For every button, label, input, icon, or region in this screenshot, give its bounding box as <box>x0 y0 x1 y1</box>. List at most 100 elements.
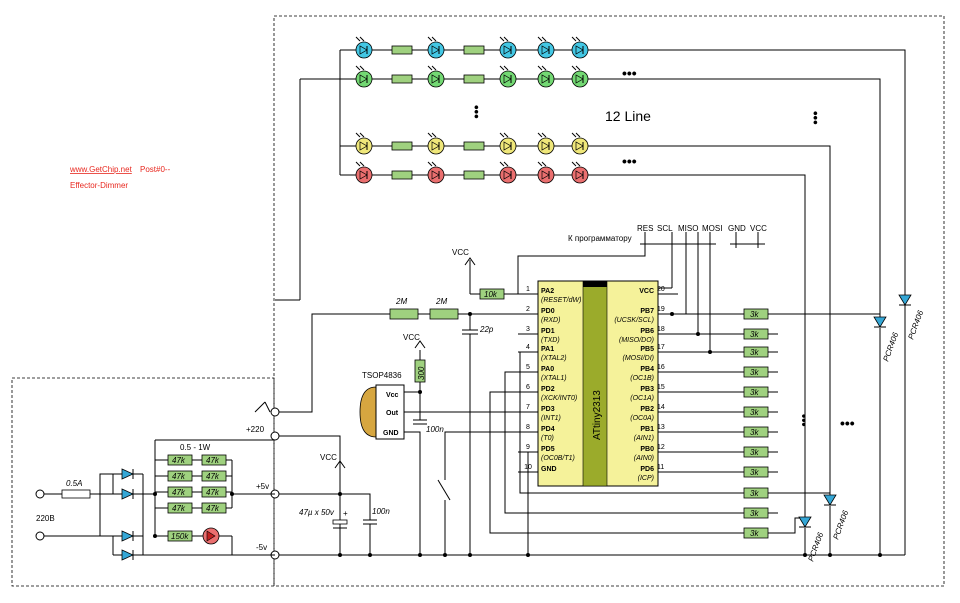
led-resistor <box>463 170 485 180</box>
input-network: 2M 2M 22p <box>275 297 538 557</box>
svg-text:(INT1): (INT1) <box>541 415 561 422</box>
credit-post: Post#0-- <box>140 165 171 174</box>
svg-text:47k: 47k <box>172 504 186 513</box>
programmer-pin-label: SCL <box>657 224 673 233</box>
svg-text:47k: 47k <box>206 488 220 497</box>
output-resistor: 3k <box>678 426 778 438</box>
led-icon <box>537 166 555 184</box>
svg-text:(AIN0): (AIN0) <box>634 455 654 462</box>
svg-text:3k: 3k <box>750 388 759 397</box>
ellipsis-top: ••• <box>622 65 637 81</box>
svg-text:PCR406: PCR406 <box>881 331 900 363</box>
programmer-pin-label: MISO <box>678 224 698 233</box>
led-icon <box>427 70 445 88</box>
programmer-pin-label: GND <box>728 224 746 233</box>
mcu-strip <box>582 280 608 487</box>
svg-text:150k: 150k <box>171 532 189 541</box>
output-resistor: 3k <box>678 308 778 320</box>
svg-text:6: 6 <box>526 384 530 391</box>
led-icon <box>355 137 373 155</box>
svg-text:(ICP): (ICP) <box>638 475 654 482</box>
svg-text:11: 11 <box>657 464 664 471</box>
svg-text:15: 15 <box>657 384 665 391</box>
svg-text:(OC0A): (OC0A) <box>630 415 654 422</box>
svg-text:VCC: VCC <box>639 288 654 295</box>
svg-text:-5v: -5v <box>256 543 267 552</box>
svg-text:17: 17 <box>657 344 665 351</box>
led-icon <box>571 41 589 59</box>
led-icon <box>499 41 517 59</box>
svg-text:(OC1A): (OC1A) <box>630 395 654 402</box>
svg-text:+: + <box>343 509 348 518</box>
svg-text:VCC: VCC <box>320 453 337 462</box>
svg-text:PA0: PA0 <box>541 366 554 373</box>
output-resistor: 3k <box>678 386 778 398</box>
svg-text:5: 5 <box>526 364 530 371</box>
svg-text:GND: GND <box>383 430 399 437</box>
svg-text:47k: 47k <box>172 472 186 481</box>
output-resistor: 3k <box>678 487 778 499</box>
svg-text:20: 20 <box>657 286 665 293</box>
led-icon <box>499 166 517 184</box>
led-icon <box>571 70 589 88</box>
svg-text:PA1: PA1 <box>541 346 554 353</box>
led-icon <box>537 137 555 155</box>
led-resistor <box>391 170 413 180</box>
ground-rail <box>275 305 906 557</box>
svg-text:(UCSK/SCL): (UCSK/SCL) <box>614 317 654 324</box>
svg-text:(RXD): (RXD) <box>541 317 560 324</box>
svg-text:PCR406: PCR406 <box>806 531 825 563</box>
led-icon <box>355 41 373 59</box>
ir-receiver: TSOP4836 Vcc Out GND VCC 300 100n <box>359 333 538 557</box>
svg-text:22p: 22p <box>479 325 494 334</box>
svg-text:47k: 47k <box>206 472 220 481</box>
led-resistor <box>463 141 485 151</box>
output-resistor: 3k <box>742 507 778 519</box>
svg-text:3k: 3k <box>750 310 759 319</box>
board-terminals: +220 +5v -5v <box>246 401 342 560</box>
ellipsis-bank: ••• <box>797 414 811 427</box>
led-row <box>355 161 600 184</box>
main-board-border <box>273 15 945 587</box>
svg-text:PB1: PB1 <box>640 426 654 433</box>
led-icon <box>427 166 445 184</box>
svg-text:VCC: VCC <box>403 333 420 342</box>
svg-text:4: 4 <box>526 344 530 351</box>
svg-text:3k: 3k <box>750 428 759 437</box>
svg-text:PD1: PD1 <box>541 328 555 335</box>
optocoupler-icon: PCR406 <box>873 316 900 363</box>
svg-text:(OC0B/T1): (OC0B/T1) <box>541 455 575 462</box>
svg-text:0.5 - 1W: 0.5 - 1W <box>180 443 211 452</box>
led-icon <box>537 41 555 59</box>
output-resistor: 3k <box>678 406 778 418</box>
svg-text:7: 7 <box>526 404 530 411</box>
svg-text:PD4: PD4 <box>541 426 555 433</box>
ellipsis-vert-right: ••• <box>808 111 823 125</box>
svg-text:+5v: +5v <box>256 482 269 491</box>
svg-text:PD3: PD3 <box>541 406 555 413</box>
led-icon <box>355 70 373 88</box>
svg-text:TSOP4836: TSOP4836 <box>362 371 402 380</box>
svg-text:(XTAL2): (XTAL2) <box>541 355 567 362</box>
svg-text:PD5: PD5 <box>541 446 555 453</box>
led-panel: 12 Line ••• ••• ••• ••• <box>275 36 823 301</box>
svg-text:3k: 3k <box>750 489 759 498</box>
programmer-label: К программатору <box>568 234 632 243</box>
svg-text:100n: 100n <box>426 425 444 434</box>
led-resistor <box>391 141 413 151</box>
svg-text:1: 1 <box>526 286 530 293</box>
button-and-pin-wires <box>437 351 760 557</box>
svg-text:2: 2 <box>526 306 530 313</box>
svg-text:(OC1B): (OC1B) <box>630 375 654 382</box>
svg-text:PCR406: PCR406 <box>831 509 850 541</box>
svg-text:(TXD): (TXD) <box>541 337 560 344</box>
